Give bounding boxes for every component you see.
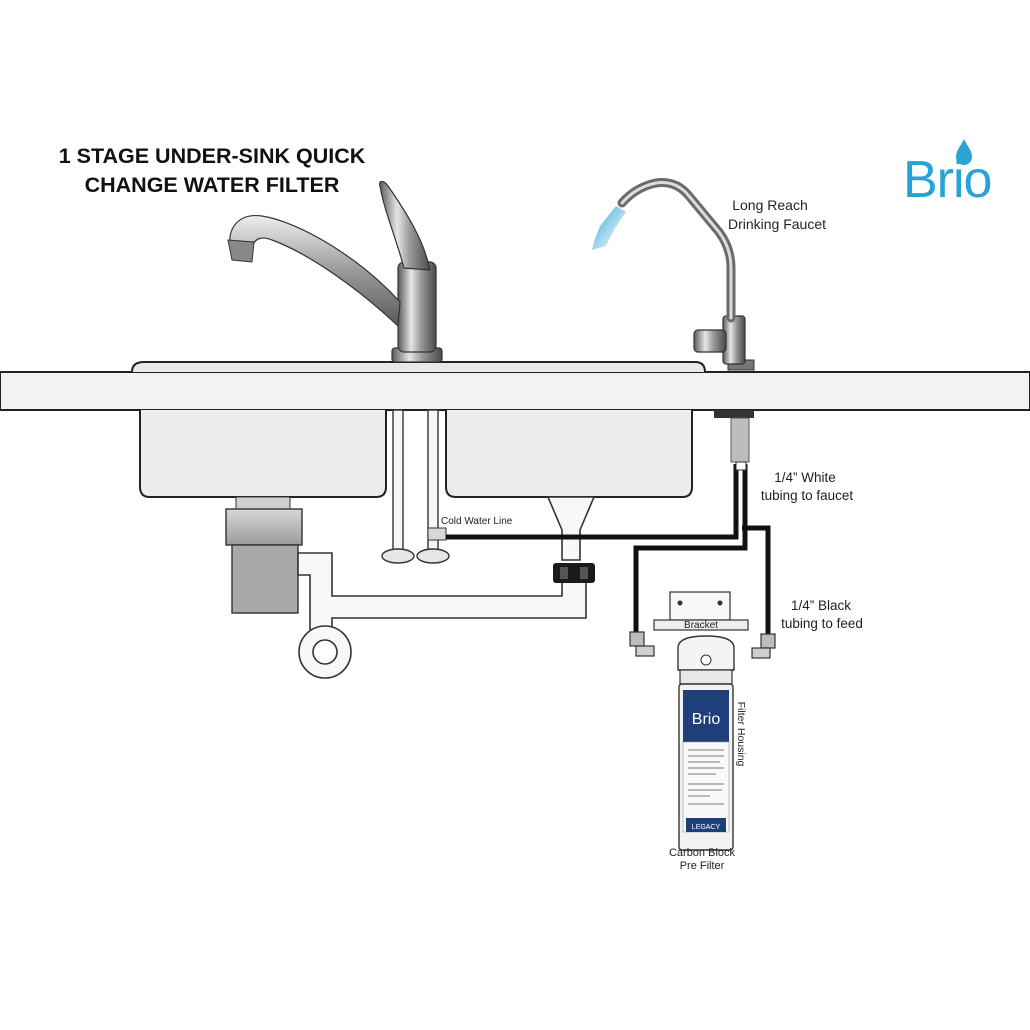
garbage-disposal (225, 496, 303, 614)
long-reach-label-2: Drinking Faucet (728, 216, 826, 232)
kitchen-faucet (227, 180, 443, 363)
black-tubing-label-1: 1/4” Black (791, 598, 851, 613)
long-reach-label-1: Long Reach (732, 197, 808, 213)
fitting-left (629, 631, 655, 657)
cartridge-brand: Brio (692, 711, 721, 728)
carbon-block-label-2: Pre Filter (680, 860, 725, 872)
black-tubing-label-2: tubing to feed (781, 616, 863, 631)
cold-water-line-label: Cold Water Line (441, 516, 513, 527)
bracket-label: Bracket (684, 620, 718, 631)
filter-cartridge (682, 690, 730, 833)
brand-name: Brio (903, 151, 992, 209)
drain-clamp (553, 563, 595, 583)
white-tubing (735, 461, 747, 471)
carbon-block-label-1: Carbon Block (669, 847, 736, 859)
white-tubing-label-1: 1/4” White (774, 470, 836, 485)
sink-basin-right (445, 410, 693, 498)
fitting-right (751, 633, 776, 659)
mounting-bracket (653, 591, 749, 631)
diagram-title: 1 STAGE UNDER-SINK QUICK CHANGE WATER FI… (22, 142, 402, 200)
title-line-2: CHANGE WATER FILTER (84, 173, 340, 197)
drinking-faucet (592, 178, 755, 371)
supply-lines (381, 409, 450, 564)
sink-basin-left (139, 410, 387, 498)
white-tubing-label-2: tubing to faucet (761, 488, 854, 503)
water-drop-icon (956, 139, 972, 165)
cartridge-footer: LEGACY (692, 824, 721, 831)
faucet-shank (714, 410, 754, 463)
title-line-1: 1 STAGE UNDER-SINK QUICK (58, 144, 366, 168)
drain-pipes (297, 496, 596, 679)
countertop (0, 361, 1030, 411)
black-tubing (446, 464, 771, 634)
filter-housing-label: Filter Housing (735, 702, 747, 767)
